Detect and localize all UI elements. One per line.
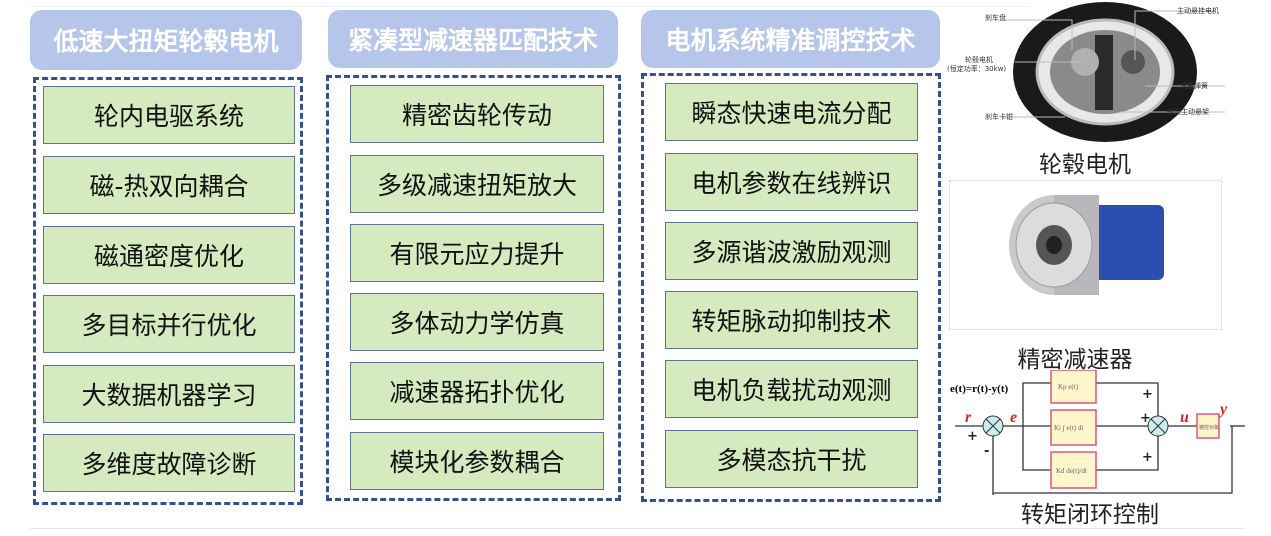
minus-sign: - — [984, 444, 989, 459]
u-label: u — [1180, 409, 1189, 426]
technology-item: 瞬态快速电流分配 — [665, 83, 918, 141]
technology-item: 多级减速扭矩放大 — [350, 155, 604, 213]
control-caption: 转矩闭环控制 — [1021, 502, 1159, 528]
kp-term: Kp e(t) — [1058, 383, 1079, 391]
label-damper: 减震弹簧 — [1180, 81, 1208, 90]
kd-term: Kd de(t)/dt — [1056, 467, 1087, 475]
plus-sign: + — [967, 429, 978, 444]
column-container — [33, 77, 303, 505]
technology-item: 多维度故障诊断 — [43, 434, 295, 492]
column-header: 低速大扭矩轮毂电机 — [30, 10, 302, 70]
r-label: r — [965, 409, 972, 426]
technology-item: 模块化参数耦合 — [350, 432, 604, 490]
technology-item: 磁-热双向耦合 — [43, 156, 295, 214]
technology-item: 电机参数在线辨识 — [665, 153, 918, 211]
label-hub-motor-power: (恒定功率：30kw) — [947, 64, 1006, 73]
technology-item: 轮内电驱系统 — [43, 86, 295, 144]
technology-item: 多体动力学仿真 — [350, 293, 604, 351]
ki-term: Ki ∫ e(t) dt — [1054, 424, 1083, 432]
reducer-image — [949, 180, 1222, 330]
label-suspension: 轮内主动悬架 — [1167, 107, 1209, 116]
technology-item: 转矩脉动抑制技术 — [665, 291, 918, 349]
column-header: 电机系统精准调控技术 — [641, 10, 940, 68]
pid-control-diagram: Kp e(t) Ki ∫ e(t) dt Kd de(t)/dt 被控对象 e(… — [950, 370, 1245, 495]
hub-motor-caption: 轮毂电机 — [1039, 152, 1131, 178]
technology-item: 多模态抗干扰 — [665, 430, 918, 488]
plus-sign: + — [1140, 411, 1151, 426]
hub-motor-image: 刹车盘 主动悬挂电机 轮毂电机 (恒定功率：30kw) 减震弹簧 轮内主动悬架 … — [947, 2, 1225, 142]
technology-item: 电机负载扰动观测 — [665, 360, 918, 418]
column-header: 紧凑型减速器匹配技术 — [328, 10, 618, 68]
column-container — [326, 75, 621, 501]
label-brake-disc: 刹车盘 — [985, 13, 1006, 22]
technology-item: 磁通密度优化 — [43, 226, 295, 284]
label-hub-motor: 轮毂电机 — [965, 55, 993, 64]
reducer-caption: 精密减速器 — [1017, 347, 1133, 373]
technology-item: 大数据机器学习 — [43, 365, 295, 423]
technology-item: 多源谐波激励观测 — [665, 222, 918, 280]
error-equation: e(t)=r(t)-y(t) — [950, 383, 1009, 395]
label-active-motor: 主动悬挂电机 — [1177, 6, 1219, 15]
column-container — [641, 73, 941, 502]
e-label: e — [1010, 409, 1017, 426]
technology-item: 多目标并行优化 — [43, 295, 295, 353]
technology-item: 精密齿轮传动 — [350, 85, 604, 143]
y-label: y — [1218, 401, 1228, 418]
plus-sign: + — [1142, 387, 1153, 402]
top-divider — [30, 6, 1030, 7]
bottom-divider — [30, 528, 1245, 529]
plus-sign: + — [1142, 450, 1153, 465]
label-caliper: 刹车卡钳 — [985, 112, 1013, 121]
technology-item: 减速器拓扑优化 — [350, 362, 604, 420]
plant-label: 被控对象 — [1199, 424, 1219, 431]
technology-item: 有限元应力提升 — [350, 224, 604, 282]
